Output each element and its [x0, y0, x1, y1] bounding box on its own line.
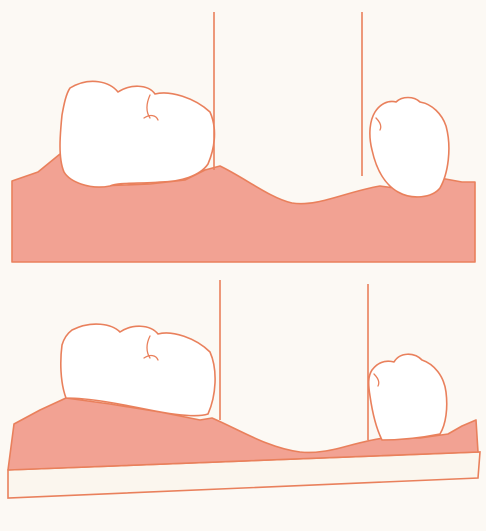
top-panel [12, 12, 475, 262]
bottom-right-tooth [369, 354, 447, 440]
top-right-tooth [370, 98, 449, 197]
bottom-panel [8, 280, 480, 498]
top-left-molar [60, 81, 214, 187]
